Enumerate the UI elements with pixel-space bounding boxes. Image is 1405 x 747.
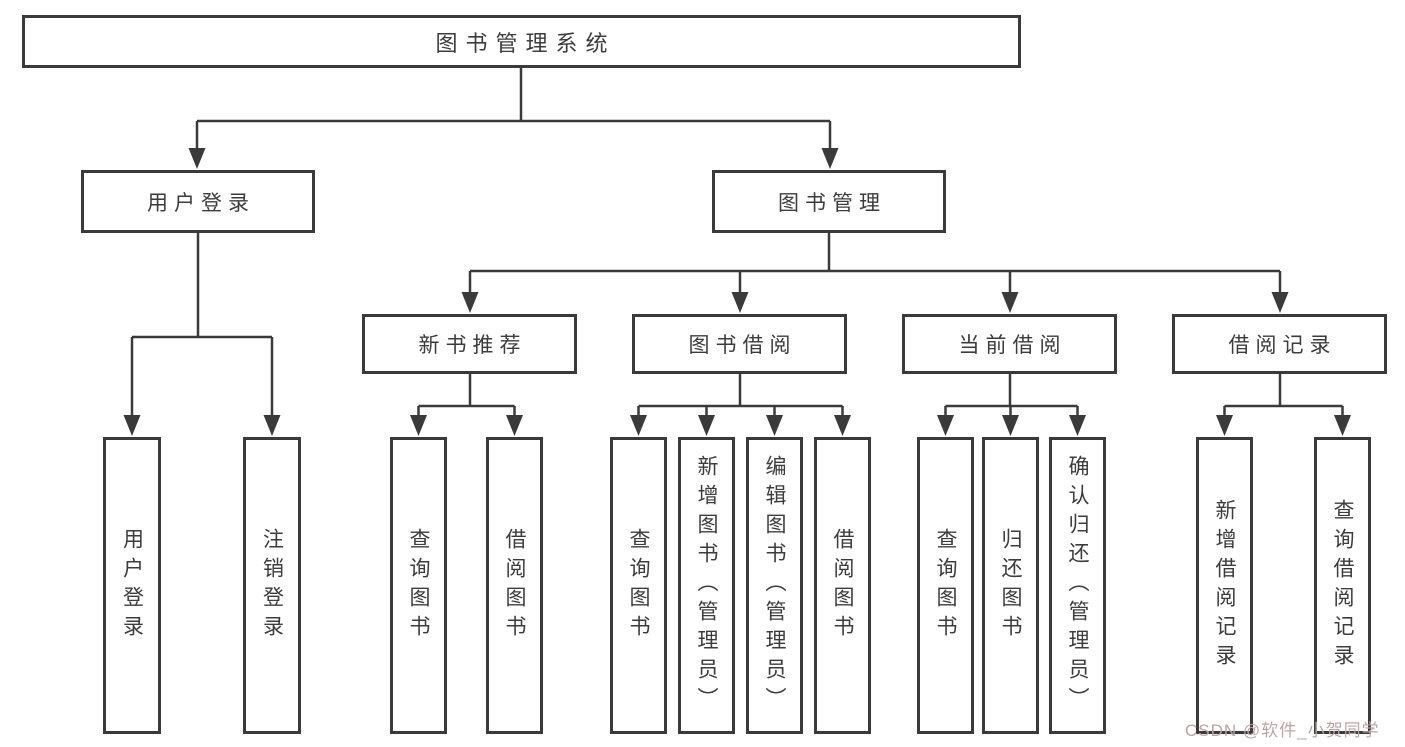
leaf-query-books-current-label: 查询图书 <box>934 527 958 644</box>
leaf-query-books-current: 查询图书 <box>917 437 974 734</box>
node-user-login-label: 用户登录 <box>147 191 255 215</box>
arrowhead-icon <box>410 415 427 436</box>
node-current-borrow: 当前借阅 <box>902 314 1117 374</box>
connector-book-management-children <box>468 233 1282 295</box>
leaf-edit-book-admin: 编辑图书（管理员） <box>746 437 803 734</box>
node-borrow-records-label: 借阅记录 <box>1228 334 1337 357</box>
leaf-query-borrow-record: 查询借阅记录 <box>1314 437 1371 734</box>
node-root-label: 图书管理系统 <box>435 30 616 56</box>
arrowhead-icon <box>1216 415 1233 436</box>
leaf-return-book: 归还图书 <box>982 437 1039 734</box>
connector-user-login-children <box>130 233 274 418</box>
connector-new-book-children <box>417 374 516 418</box>
leaf-confirm-return-admin: 确认归还（管理员） <box>1049 437 1106 734</box>
node-book-borrow: 图书借阅 <box>632 314 847 374</box>
arrowhead-icon <box>834 415 851 436</box>
node-book-management: 图书管理 <box>712 170 946 233</box>
node-current-borrow-label: 当前借阅 <box>958 334 1067 357</box>
leaf-query-borrow-record-label: 查询借阅记录 <box>1331 498 1355 673</box>
leaf-user-login: 用户登录 <box>103 437 161 734</box>
node-borrow-records: 借阅记录 <box>1172 314 1387 374</box>
leaf-return-book-label: 归还图书 <box>999 527 1023 644</box>
arrowhead-icon <box>123 415 141 436</box>
arrowhead-icon <box>1271 292 1289 313</box>
connector-borrow-records-children <box>1223 374 1344 418</box>
node-user-login: 用户登录 <box>81 170 315 233</box>
arrowhead-icon <box>1001 292 1019 313</box>
arrowhead-icon <box>188 148 206 169</box>
connector-root-to-level2 <box>195 68 832 152</box>
leaf-logout: 注销登录 <box>243 437 301 734</box>
arrowhead-icon <box>1002 415 1019 436</box>
leaf-user-login-label: 用户登录 <box>120 527 144 644</box>
arrowhead-icon <box>263 415 281 436</box>
arrowhead-icon <box>1069 415 1086 436</box>
arrowhead-icon <box>1334 415 1351 436</box>
leaf-borrow-books-recommend-label: 借阅图书 <box>503 527 527 644</box>
node-root: 图书管理系统 <box>22 15 1021 68</box>
node-new-book-recommend-label: 新书推荐 <box>418 334 527 357</box>
arrowhead-icon <box>937 415 954 436</box>
leaf-borrow-books-recommend: 借阅图书 <box>486 437 543 734</box>
connector-current-borrow-children <box>944 374 1079 418</box>
leaf-add-book-admin-label: 新增图书（管理员） <box>695 455 719 716</box>
arrowhead-icon <box>506 415 523 436</box>
leaf-add-borrow-record: 新增借阅记录 <box>1196 437 1253 734</box>
arrowhead-icon <box>821 148 839 169</box>
leaf-confirm-return-admin-label: 确认归还（管理员） <box>1066 455 1090 716</box>
arrowhead-icon <box>630 415 647 436</box>
csdn-watermark: CSDN @软件_小贺同学 <box>1185 721 1380 740</box>
connector-book-borrow-children <box>637 374 844 418</box>
leaf-logout-label: 注销登录 <box>260 527 284 644</box>
leaf-query-books-recommend-label: 查询图书 <box>407 527 431 644</box>
node-book-management-label: 图书管理 <box>778 191 886 215</box>
leaf-edit-book-admin-label: 编辑图书（管理员） <box>763 455 787 716</box>
arrowhead-icon <box>698 415 715 436</box>
arrowhead-icon <box>766 415 783 436</box>
leaf-query-books-recommend: 查询图书 <box>390 437 447 734</box>
leaf-query-books-borrow: 查询图书 <box>610 437 667 734</box>
leaf-borrow-books-label: 借阅图书 <box>831 527 855 644</box>
leaf-add-book-admin: 新增图书（管理员） <box>678 437 735 734</box>
leaf-add-borrow-record-label: 新增借阅记录 <box>1213 498 1237 673</box>
node-new-book-recommend: 新书推荐 <box>362 314 577 374</box>
arrowhead-icon <box>461 292 479 313</box>
leaf-query-books-borrow-label: 查询图书 <box>627 527 651 644</box>
node-book-borrow-label: 图书借阅 <box>688 334 797 357</box>
arrowhead-icon <box>731 292 749 313</box>
leaf-borrow-books: 借阅图书 <box>814 437 871 734</box>
